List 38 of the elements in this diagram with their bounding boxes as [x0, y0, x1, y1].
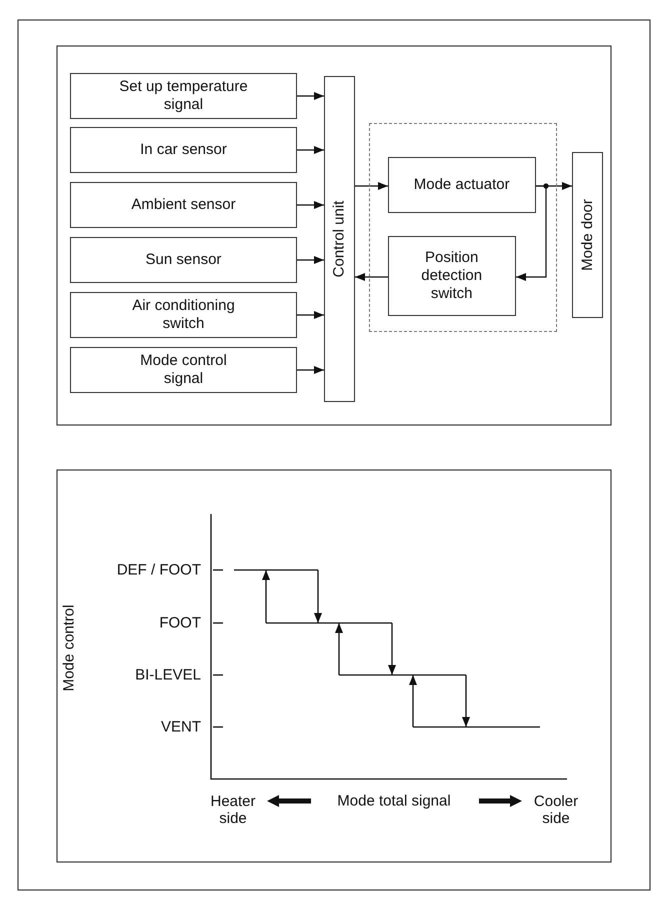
axis-end-label: Heater side — [209, 792, 257, 828]
axis-title: Mode total signal — [337, 792, 451, 810]
mode-door-box — [572, 152, 603, 318]
component-box — [388, 156, 536, 213]
axis-title: Mode control — [60, 604, 78, 692]
arrow — [516, 185, 547, 281]
box-label: Mode door — [578, 199, 596, 271]
axis-tick-label: VENT — [160, 718, 201, 736]
box-label: Mode control signal — [139, 352, 228, 388]
arrow — [297, 256, 324, 264]
axis-tick-label: FOOT — [159, 614, 201, 632]
box-label: Sun sensor — [146, 251, 222, 269]
arrow — [297, 201, 324, 209]
arrow — [297, 92, 324, 100]
box-label: Mode actuator — [414, 176, 510, 194]
arrow — [355, 182, 388, 190]
box-label: In car sensor — [140, 141, 227, 159]
input-box — [70, 237, 297, 283]
input-box — [70, 73, 297, 119]
input-box — [70, 182, 297, 228]
arrow — [297, 366, 324, 374]
box-label: Air conditioning switch — [131, 297, 236, 333]
axis-tick-label: BI-LEVEL — [135, 666, 201, 684]
box-label: Position detection switch — [420, 248, 484, 303]
arrow — [297, 146, 324, 154]
box-label: Ambient sensor — [131, 196, 236, 214]
input-box — [70, 347, 297, 393]
box-label: Control unit — [330, 200, 348, 278]
input-box — [70, 127, 297, 173]
axis-end-label: Cooler side — [532, 792, 580, 828]
component-box — [388, 236, 516, 316]
control-unit-box — [324, 76, 355, 402]
axis-tick-label: DEF / FOOT — [116, 561, 201, 579]
dashed-group-frame — [369, 123, 557, 332]
box-label: Set up temperature signal — [118, 78, 249, 114]
arrow — [297, 311, 324, 319]
input-box — [70, 292, 297, 338]
arrow — [355, 273, 388, 281]
